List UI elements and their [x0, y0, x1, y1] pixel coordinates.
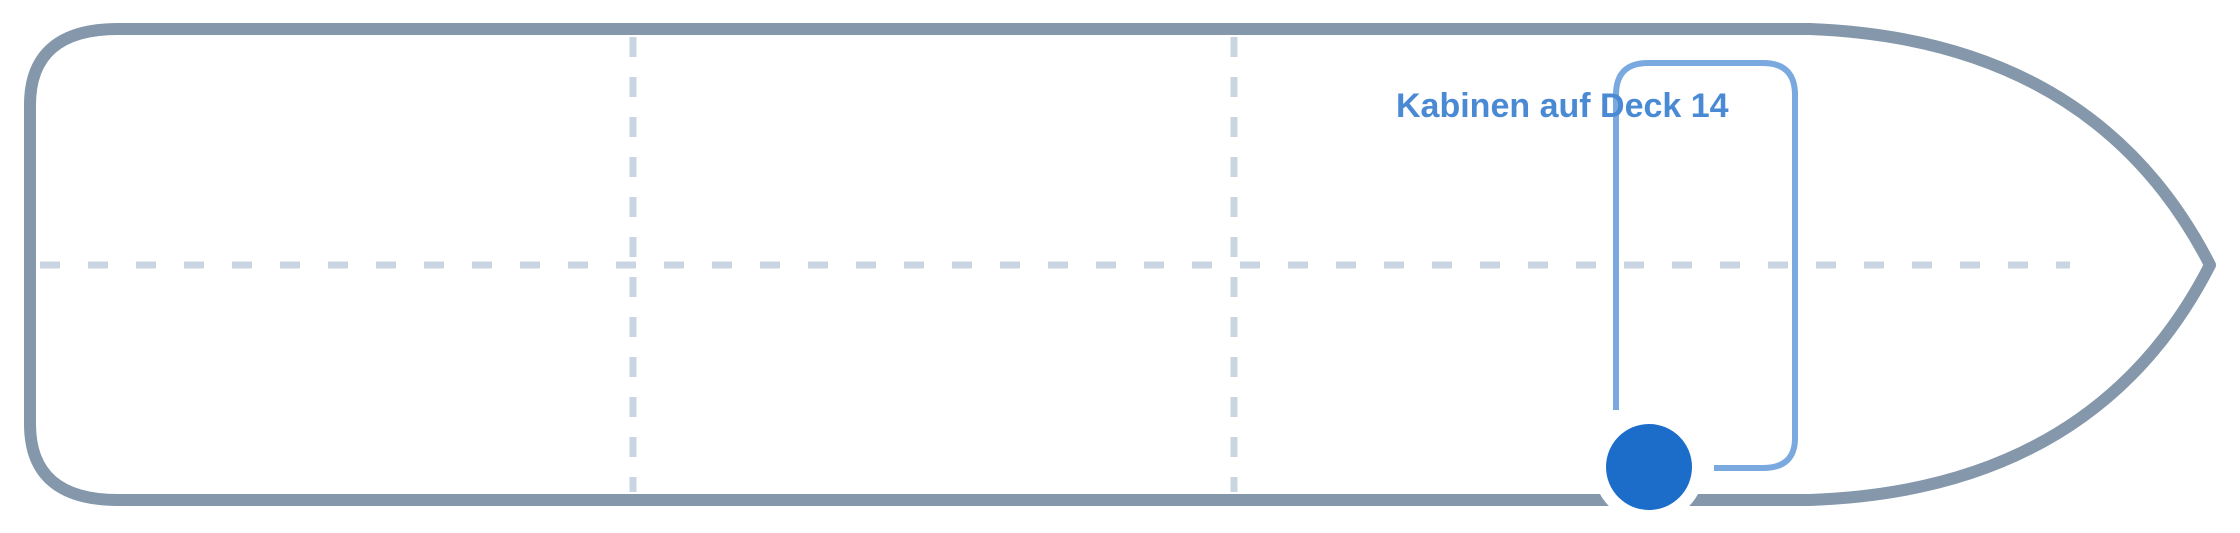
ship-hull-outline	[24, 23, 2216, 506]
cabin-zone-outline[interactable]	[1613, 60, 1798, 471]
location-dot	[1606, 424, 1692, 510]
location-dot-icon[interactable]	[1593, 411, 1705, 523]
deck-cabins-title: Kabinen auf Deck 14	[1396, 87, 1729, 125]
